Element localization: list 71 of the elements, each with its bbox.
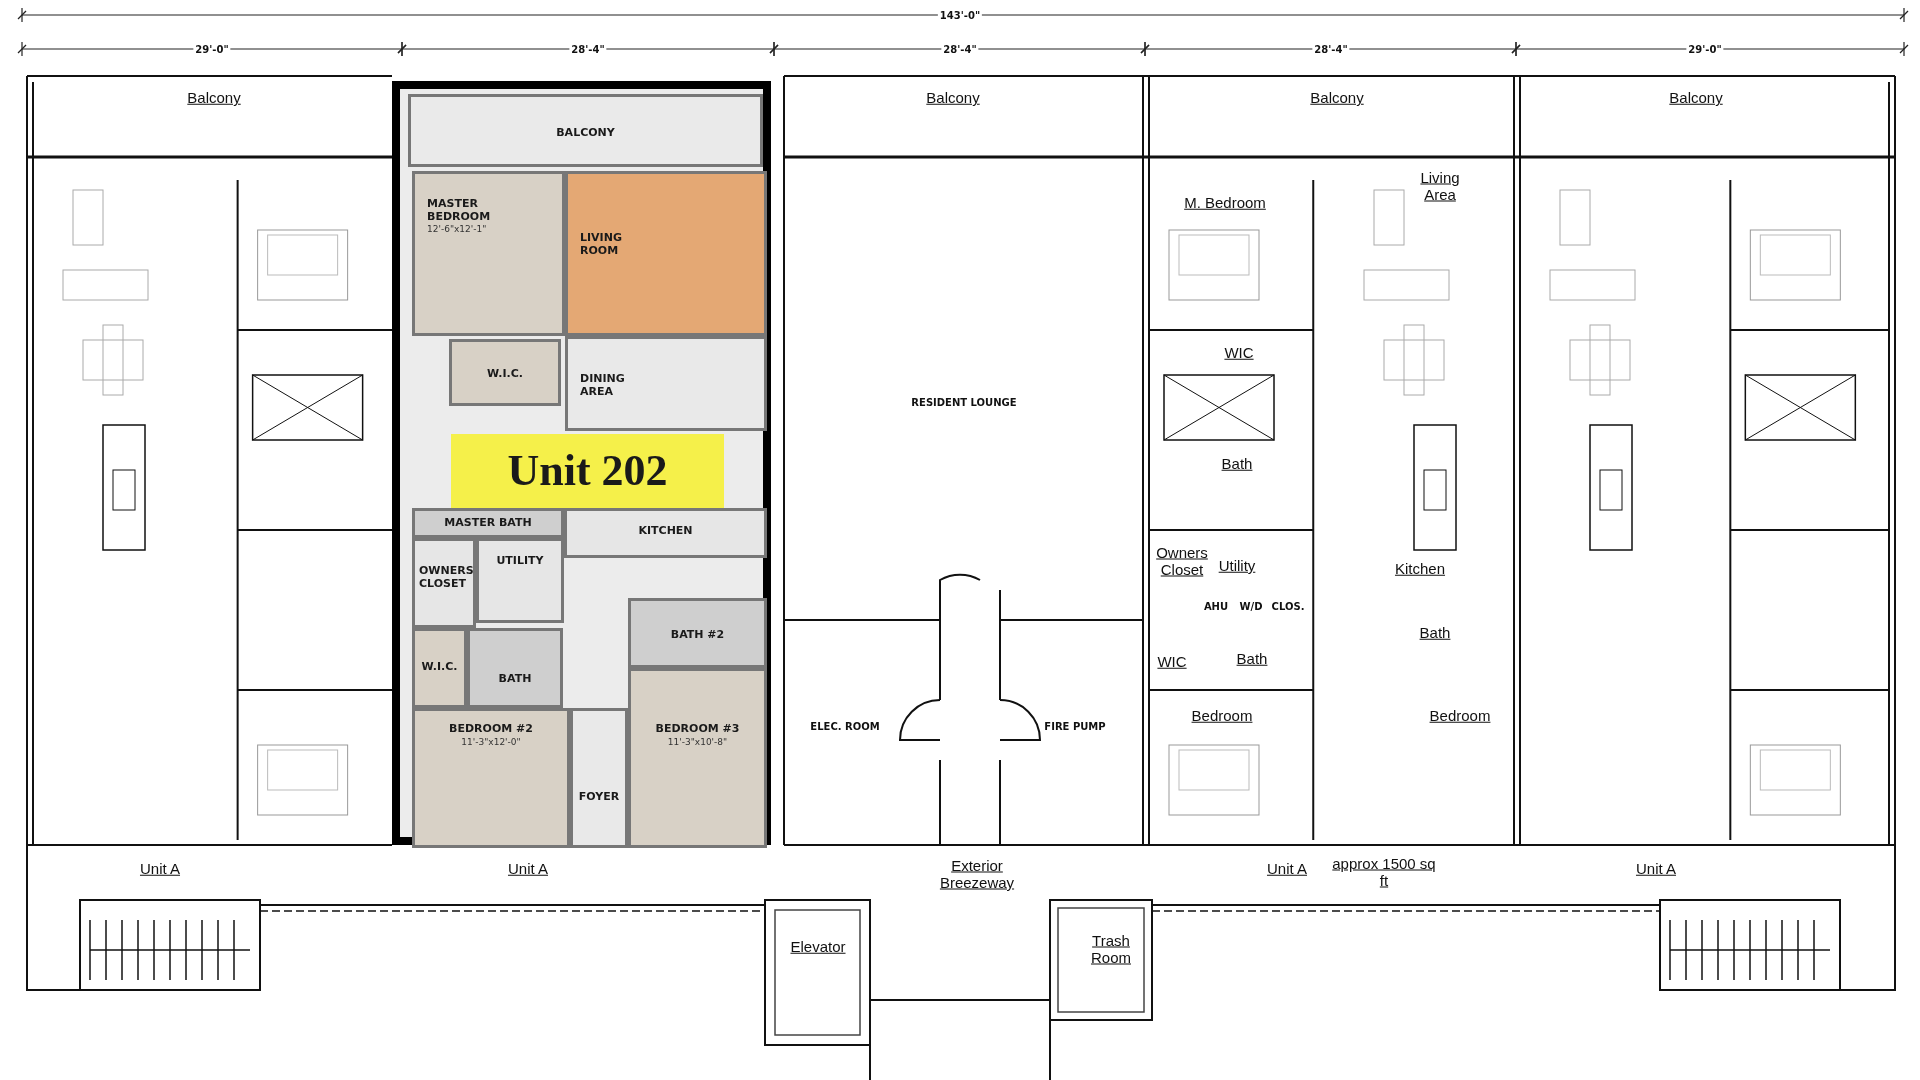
room-label: Elevator xyxy=(790,938,846,956)
room-floor xyxy=(412,628,467,708)
room-label: CLOS. xyxy=(1271,600,1305,612)
room-label: AHU xyxy=(1203,600,1229,612)
room-floor xyxy=(412,508,564,538)
room-label: Living Area xyxy=(1419,169,1461,203)
room-floor xyxy=(476,538,564,623)
room-label: Bedroom xyxy=(1191,707,1253,725)
room-label: Unit A xyxy=(140,860,180,878)
room-label: Exterior Breezeway xyxy=(938,857,1016,891)
room-floor xyxy=(449,339,561,406)
room-label: WIC xyxy=(1224,344,1254,362)
room-label: Balcony xyxy=(1669,89,1723,107)
room-dimensions: 11'-3"x10'-8" xyxy=(666,737,729,747)
room-label: Trash Room xyxy=(1090,932,1132,966)
room-floor xyxy=(408,94,763,167)
room-floor xyxy=(467,628,563,708)
room-label: RESIDENT LOUNGE xyxy=(911,396,1017,408)
room-floor xyxy=(565,171,767,336)
room-floor xyxy=(564,508,767,558)
dimension-label: 29'-0" xyxy=(1686,43,1724,55)
room-label: W.I.C. xyxy=(486,368,524,381)
room-label: M. Bedroom xyxy=(1184,194,1266,212)
unit-title-banner: Unit 202 xyxy=(451,434,724,508)
room-label: Kitchen xyxy=(1395,560,1445,578)
unit-plan xyxy=(392,81,771,845)
room-floor xyxy=(565,336,767,431)
room-label: Balcony xyxy=(1310,89,1364,107)
room-floor xyxy=(628,598,767,668)
room-label: ELEC. ROOM xyxy=(810,720,880,732)
room-label: UTILITY xyxy=(495,555,545,568)
room-label: Utility xyxy=(1218,557,1256,575)
room-label: FOYER xyxy=(577,791,621,804)
room-floor xyxy=(570,708,628,848)
dimension-label: 143'-0" xyxy=(937,9,983,21)
room-label: Balcony xyxy=(926,89,980,107)
area-note: approx 1500 sq ft xyxy=(1331,855,1437,889)
room-dimensions: 11'-3"x12'-0" xyxy=(460,737,522,747)
room-label: Bath xyxy=(1419,624,1451,642)
room-label: KITCHEN xyxy=(637,525,694,538)
room-label: BATH #2 xyxy=(669,629,726,642)
dimension-label: 29'-0" xyxy=(193,43,231,55)
room-label: Unit A xyxy=(508,860,548,878)
room-label: LIVING ROOM xyxy=(580,232,623,258)
room-floor xyxy=(412,538,476,628)
room-label: Owners Closet xyxy=(1155,544,1209,578)
room-label: Balcony xyxy=(187,89,241,107)
dimension-label: 28'-4" xyxy=(1312,43,1350,55)
room-label: WIC xyxy=(1157,653,1187,671)
room-label: BEDROOM #2 xyxy=(448,723,534,736)
room-label: W/D xyxy=(1239,600,1263,612)
room-label: Bath xyxy=(1236,650,1268,668)
room-floor xyxy=(628,668,767,848)
room-label: BATH xyxy=(497,673,533,686)
room-label: DINING AREA xyxy=(580,373,626,399)
room-label: BEDROOM #3 xyxy=(654,723,741,736)
room-label: Unit A xyxy=(1267,860,1307,878)
room-label: MASTER BEDROOM xyxy=(427,198,492,224)
room-floor xyxy=(412,708,570,848)
dimension-label: 28'-4" xyxy=(941,43,979,55)
room-label: FIRE PUMP xyxy=(1044,720,1106,732)
room-label: Bedroom xyxy=(1429,707,1491,725)
room-label: W.I.C. xyxy=(420,661,459,674)
room-label: OWNERS CLOSET xyxy=(419,565,475,591)
room-label: MASTER BATH xyxy=(443,517,533,530)
dimension-label: 28'-4" xyxy=(569,43,607,55)
room-label: Bath xyxy=(1221,455,1253,473)
room-label: BALCONY xyxy=(555,127,616,140)
room-dimensions: 12'-6"x12'-1" xyxy=(427,224,488,234)
room-floor xyxy=(412,171,565,336)
room-label: Unit A xyxy=(1636,860,1676,878)
